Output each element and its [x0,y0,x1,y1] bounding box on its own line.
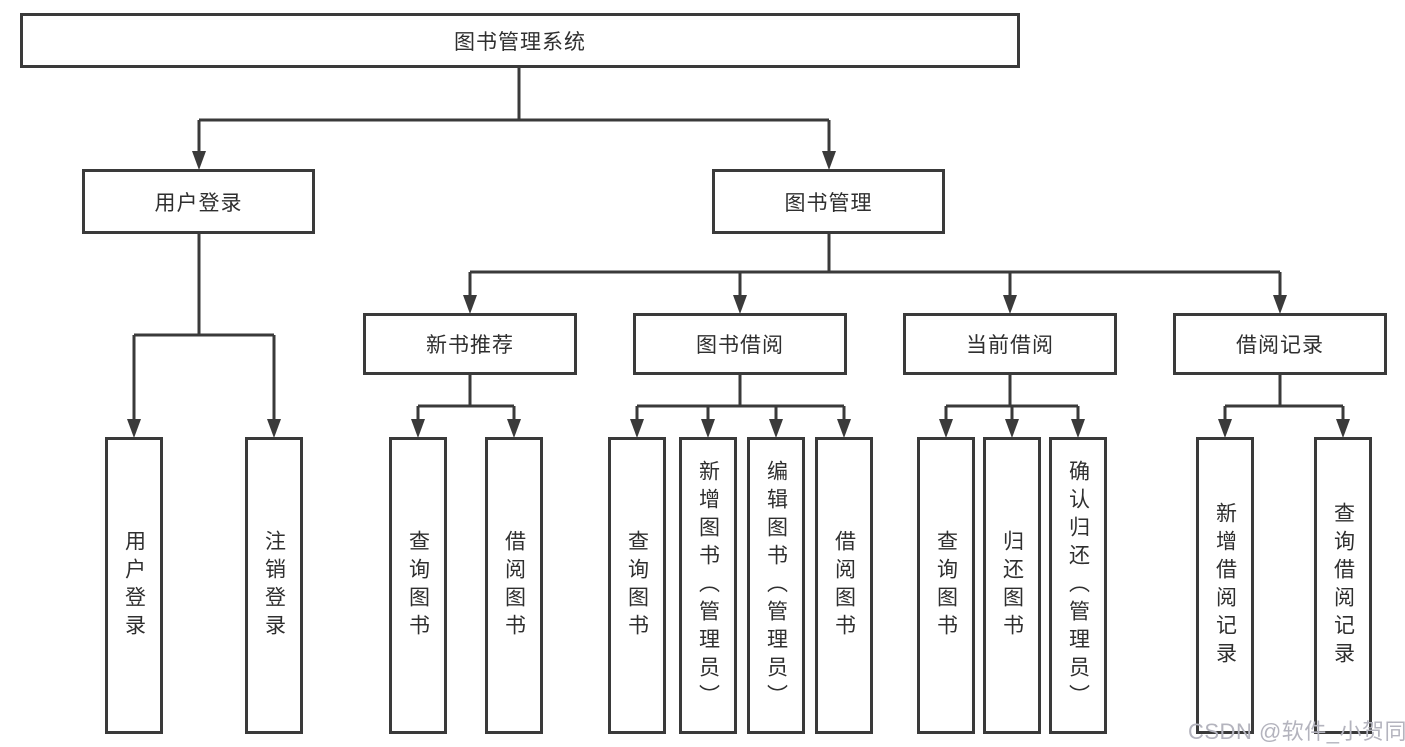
node-label: 图书管理系统 [454,30,586,54]
leaf-label: 用户登录 [122,529,146,642]
arrowhead [192,151,206,170]
node-user-login: 用户登录 [82,169,315,234]
node-label: 图书借阅 [696,334,784,357]
arrowhead [733,295,747,314]
leaf-label: 确认归还（管理员） [1066,459,1090,712]
leaf-user-login: 用户登录 [105,437,163,734]
leaf-label: 新增借阅记录 [1213,501,1237,670]
arrowhead [1003,295,1017,314]
arrowhead [267,419,281,438]
edge-bookmgmt-to-level3 [468,234,1282,296]
arrowhead [1071,419,1085,438]
edge-current-to-leaves [944,375,1080,422]
leaf-label: 查询图书 [406,529,430,642]
node-label: 图书管理 [784,191,873,215]
node-library-system: 图书管理系统 [20,13,1020,68]
arrowhead [1273,295,1287,314]
arrowhead [463,295,477,314]
arrowhead [630,419,644,438]
edge-records-to-leaves [1223,375,1345,422]
arrowhead [837,419,851,438]
leaf-query-borrow-record: 查询借阅记录 [1314,437,1372,734]
leaf-borrow-books-borrowing: 借阅图书 [815,437,873,734]
arrowhead [939,419,953,438]
node-new-book-recommend: 新书推荐 [363,313,577,375]
arrowhead [822,151,836,170]
leaf-add-borrow-record: 新增借阅记录 [1196,437,1254,734]
leaf-label: 归还图书 [1000,529,1024,642]
edge-borrowing-to-leaves [635,375,846,422]
arrowhead [1218,419,1232,438]
node-book-borrowing: 图书借阅 [633,313,847,375]
edge-userlogin-to-leaves [132,234,276,422]
node-label: 当前借阅 [966,334,1054,357]
leaf-edit-books-admin: 编辑图书（管理员） [747,437,805,734]
edge-root-to-level2 [197,68,831,152]
leaf-query-books-borrowing: 查询图书 [608,437,666,734]
leaf-label: 注销登录 [262,529,286,642]
leaf-label: 查询图书 [934,529,958,642]
arrowhead [1336,419,1350,438]
leaf-label: 查询借阅记录 [1331,501,1355,670]
node-book-management: 图书管理 [712,169,945,234]
leaf-label: 查询图书 [625,529,649,642]
leaf-confirm-return-admin: 确认归还（管理员） [1049,437,1107,734]
node-label: 用户登录 [154,191,243,215]
leaf-query-books-current: 查询图书 [917,437,975,734]
arrowhead [127,419,141,438]
node-label: 新书推荐 [426,334,514,357]
leaf-label: 新增图书（管理员） [696,459,720,712]
leaf-logout: 注销登录 [245,437,303,734]
node-label: 借阅记录 [1236,334,1324,357]
arrowhead [411,419,425,438]
leaf-label: 借阅图书 [832,529,856,642]
leaf-query-books-recommend: 查询图书 [389,437,447,734]
edge-newbook-to-leaves [416,375,516,422]
arrowhead [701,419,715,438]
node-borrowing-records: 借阅记录 [1173,313,1387,375]
leaf-return-books: 归还图书 [983,437,1041,734]
arrowhead [1005,419,1019,438]
leaf-label: 编辑图书（管理员） [764,459,788,712]
csdn-watermark: CSDN @软件_小贺同学 [1188,719,1405,744]
leaf-add-books-admin: 新增图书（管理员） [679,437,737,734]
arrowhead [507,419,521,438]
node-current-borrowing: 当前借阅 [903,313,1117,375]
leaf-label: 借阅图书 [502,529,526,642]
arrowhead [769,419,783,438]
leaf-borrow-books-recommend: 借阅图书 [485,437,543,734]
